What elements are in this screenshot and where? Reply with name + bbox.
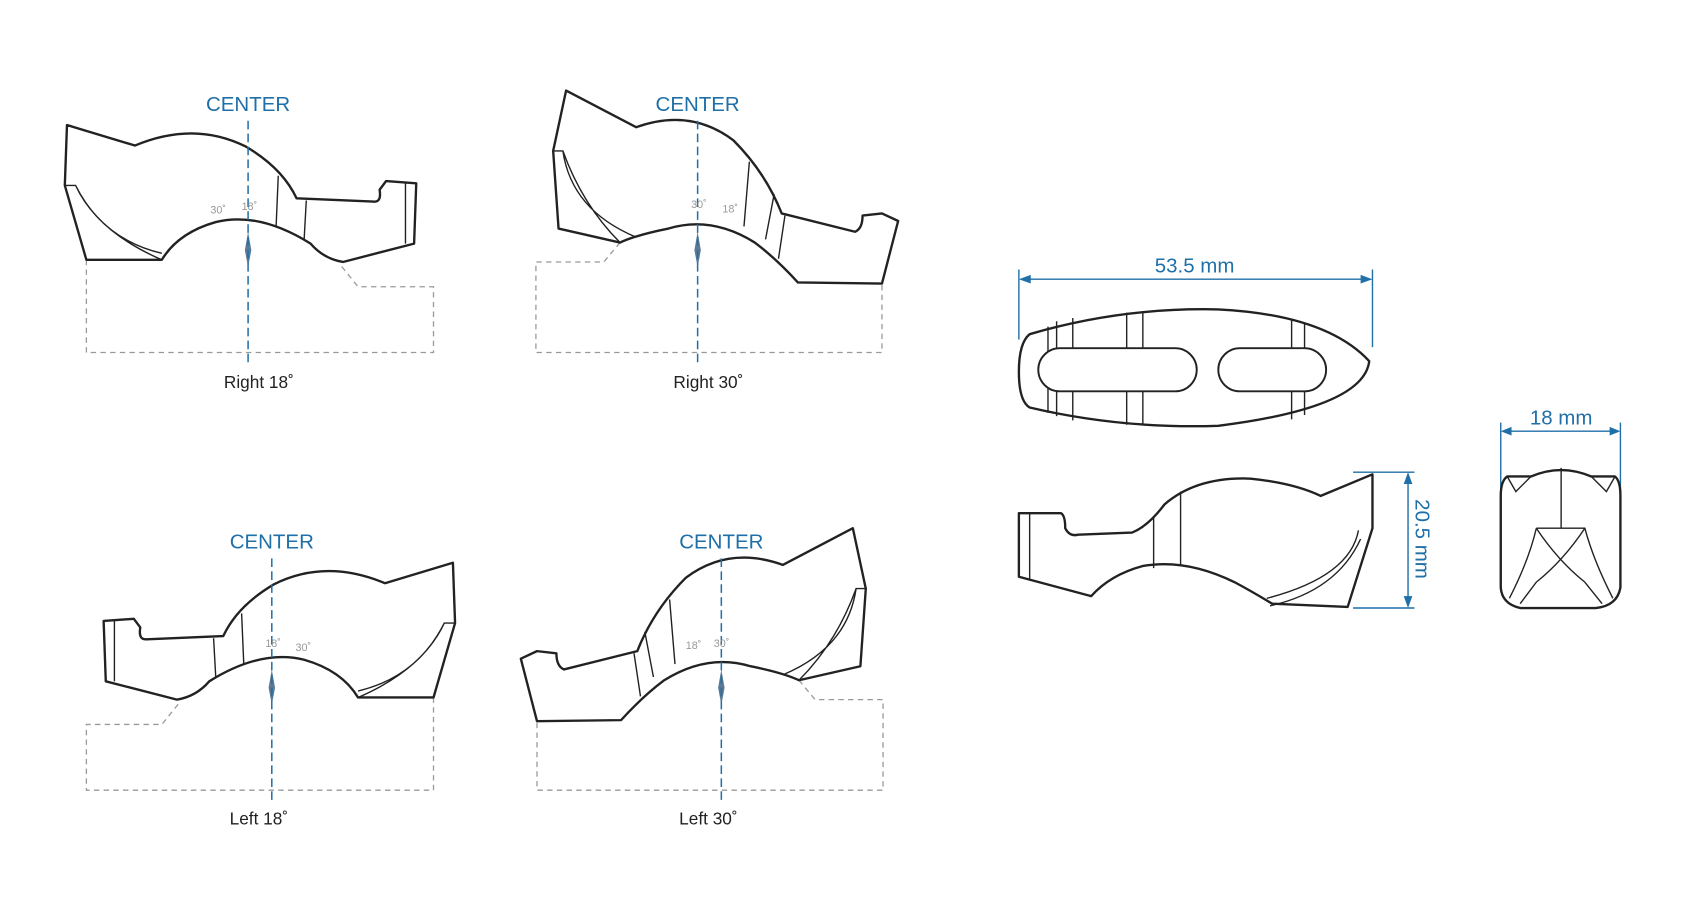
- angle-mark: 30˚: [296, 642, 312, 654]
- view-caption: Left 18˚: [230, 809, 288, 829]
- view-left-30: CENTER 18˚ 30˚ Left 30˚: [519, 527, 885, 829]
- angle-mark: 30˚: [691, 199, 707, 211]
- view-right-18: CENTER 30˚ 18˚ Right 18˚: [63, 93, 435, 392]
- view-left-18: CENTER 18˚ 30˚ Left 18˚: [85, 531, 457, 829]
- center-label: CENTER: [679, 531, 763, 554]
- angle-mark: 30˚: [714, 638, 730, 650]
- center-label: CENTER: [230, 531, 314, 554]
- view-right-30: CENTER 30˚ 18˚ Right 30˚: [534, 89, 900, 392]
- length-dimension: 53.5 mm: [1155, 255, 1235, 278]
- height-dimension: 20.5 mm: [1411, 499, 1434, 579]
- side-view: 20.5 mm: [1017, 471, 1434, 609]
- angle-mark: 18˚: [686, 640, 702, 652]
- top-view: 53.5 mm: [1017, 255, 1374, 428]
- view-caption: Right 30˚: [673, 372, 743, 392]
- angle-mark: 30˚: [210, 204, 226, 216]
- center-label: CENTER: [656, 93, 740, 116]
- angle-mark: 18˚: [242, 201, 258, 213]
- view-caption: Right 18˚: [224, 372, 294, 392]
- width-dimension: 18 mm: [1530, 407, 1593, 430]
- center-label: CENTER: [206, 93, 290, 116]
- angle-mark: 18˚: [722, 203, 738, 215]
- angle-mark: 18˚: [265, 638, 281, 650]
- end-view: 18 mm: [1499, 407, 1622, 610]
- view-caption: Left 30˚: [679, 809, 737, 829]
